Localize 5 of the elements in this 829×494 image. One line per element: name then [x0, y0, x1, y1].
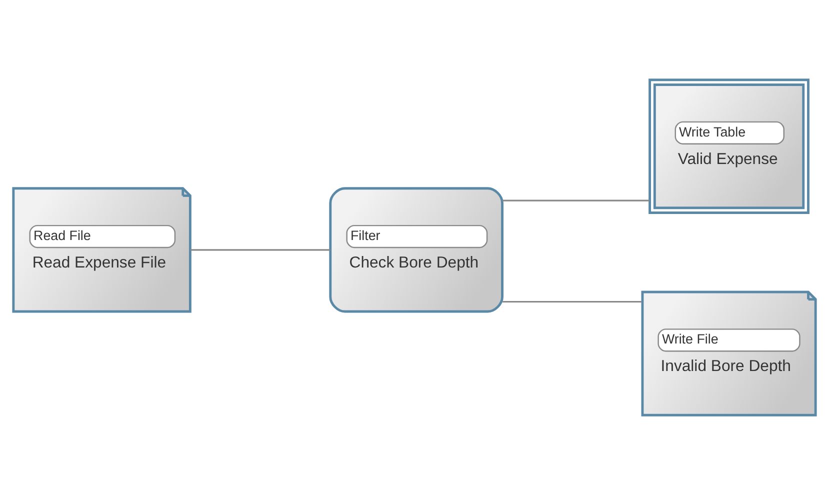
node-box: Write Table Valid Expense: [648, 78, 810, 214]
connector: [502, 300, 642, 302]
node-box: Filter Check Bore Depth: [329, 186, 504, 312]
connector: [502, 199, 650, 201]
connector: [190, 248, 330, 250]
